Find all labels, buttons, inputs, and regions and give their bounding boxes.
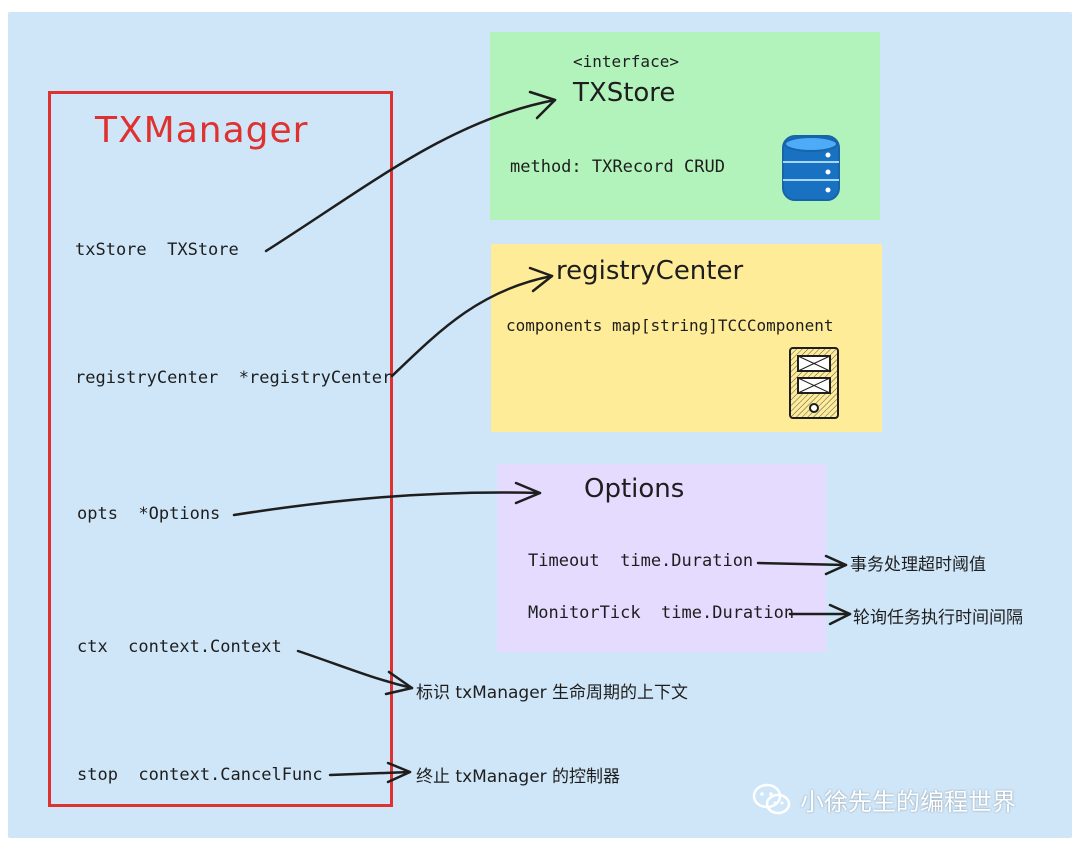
field-ctx: ctx context.Context <box>77 637 282 657</box>
arrow-opts <box>232 491 542 517</box>
arrow-registry <box>390 274 554 378</box>
arrow-txstore <box>264 98 557 253</box>
wechat-icon <box>752 783 791 814</box>
registry-components: components map[string]TCCComponent <box>506 316 834 335</box>
watermark-text: 小徐先生的编程世界 <box>800 788 1016 816</box>
field-opts: opts *Options <box>77 504 221 524</box>
arrow-txstore-head <box>528 90 557 120</box>
options-timeout: Timeout time.Duration <box>528 551 754 571</box>
arrow-stop-head <box>386 761 412 784</box>
note-ctx: 标识 txManager 生命周期的上下文 <box>416 683 689 703</box>
field-txstore: txStore TXStore <box>75 240 239 260</box>
database-icon <box>782 135 840 201</box>
txmanager-box <box>48 91 393 807</box>
options-panel <box>497 464 826 652</box>
registry-center-title: registryCenter <box>556 256 744 286</box>
arrow-ctx-head <box>384 670 414 696</box>
arrow-monitor-tick-head <box>828 603 852 626</box>
field-registry-center: registryCenter *registryCenter <box>75 368 393 388</box>
arrow-timeout-head <box>824 554 848 576</box>
txstore-stereotype: <interface> <box>573 52 679 71</box>
field-stop: stop context.CancelFunc <box>77 765 323 785</box>
arrow-stop <box>328 770 412 777</box>
txstore-method: method: TXRecord CRUD <box>510 157 725 177</box>
options-monitor-tick: MonitorTick time.Duration <box>528 603 795 623</box>
note-timeout: 事务处理超时阈值 <box>850 555 986 575</box>
arrow-timeout <box>756 561 848 567</box>
watermark: 小徐先生的编程世界 <box>752 782 1016 817</box>
arrow-opts-head <box>514 481 542 505</box>
txmanager-title: TXManager <box>95 110 309 151</box>
options-title: Options <box>584 474 685 504</box>
txstore-title: TXStore <box>573 78 676 108</box>
note-stop: 终止 txManager 的控制器 <box>416 767 621 787</box>
arrow-ctx <box>296 649 414 690</box>
arrow-registry-head <box>528 266 554 293</box>
component-icon <box>789 347 839 419</box>
note-monitor-tick: 轮询任务执行时间间隔 <box>853 608 1023 628</box>
